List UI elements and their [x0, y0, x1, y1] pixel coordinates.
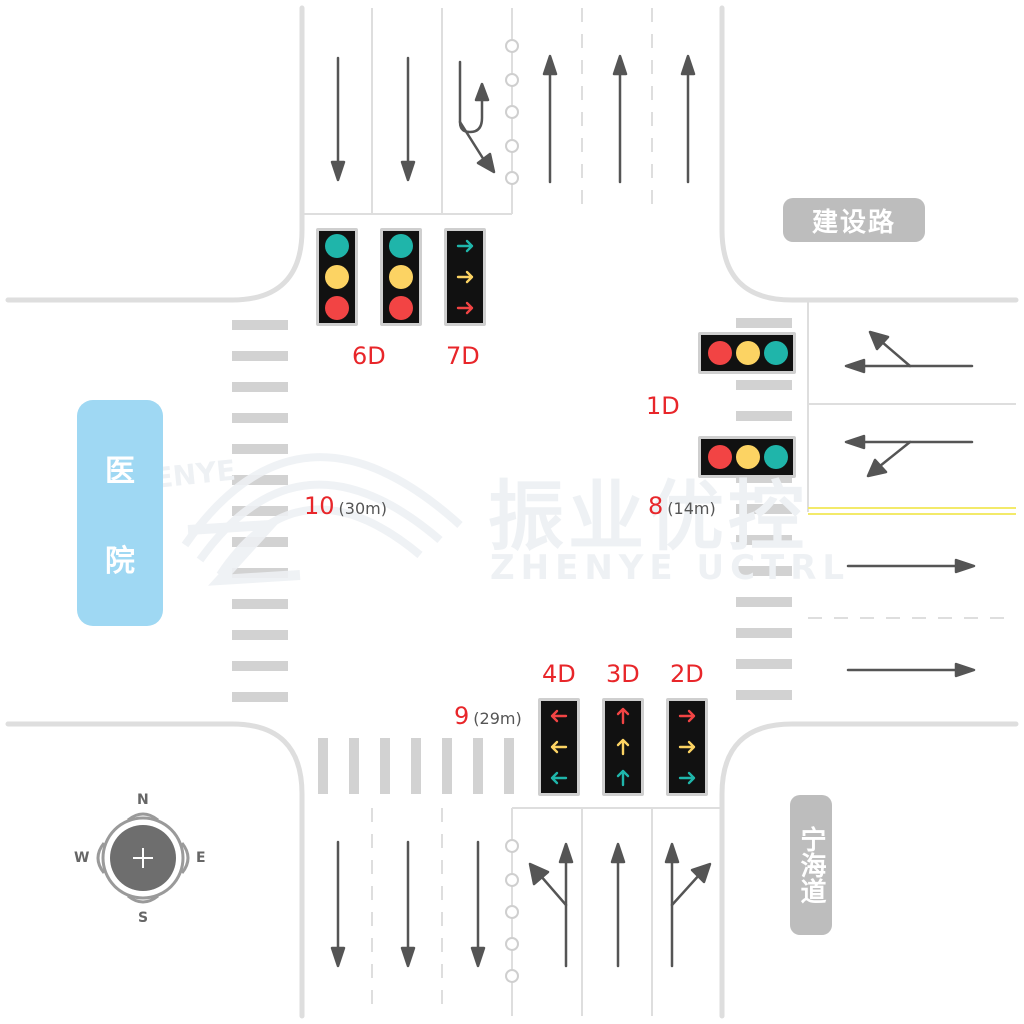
- red-light: [708, 445, 732, 469]
- signal-head-4D: [538, 698, 580, 796]
- watermark-logo-icon: [181, 453, 463, 586]
- compass-icon: [96, 812, 190, 904]
- amber-right-arrow-icon: [678, 740, 696, 754]
- signal-head-unlabeled-4: [698, 436, 796, 478]
- green-left-arrow-icon: [550, 771, 568, 785]
- amber-right-arrow-icon: [456, 270, 474, 284]
- ped-signal-10-id: 10: [304, 492, 335, 520]
- road-edges: [5, 5, 1019, 1019]
- green-light: [325, 234, 349, 258]
- red-up-arrow-icon: [616, 707, 630, 725]
- lane-arrows: [330, 54, 976, 968]
- signals-layer: [316, 228, 796, 796]
- center-double-yellow: [808, 507, 1016, 515]
- crosswalk-south: [318, 738, 514, 794]
- signal-head-6D: [316, 228, 358, 326]
- ped-signal-9-dist: (29m): [473, 709, 522, 728]
- amber-light: [736, 341, 760, 365]
- ped-signal-8-dist: (14m): [667, 499, 716, 518]
- ped-signal-9: 9(29m): [454, 702, 522, 730]
- ped-signal-10-dist: (30m): [338, 499, 387, 518]
- hospital-label-line1: 医: [105, 454, 135, 489]
- compass-north: N: [137, 792, 149, 808]
- road-name-east: 建设路: [783, 198, 925, 242]
- amber-light: [736, 445, 760, 469]
- bollards: [505, 39, 519, 983]
- signal-head-7D: [444, 228, 486, 326]
- red-left-arrow-icon: [550, 709, 568, 723]
- red-light: [389, 296, 413, 320]
- signal-label-2D: 2D: [670, 660, 704, 688]
- red-light: [325, 296, 349, 320]
- watermark-brand-cn: 振业优控: [488, 472, 808, 561]
- green-light: [764, 341, 788, 365]
- ped-signal-9-id: 9: [454, 702, 470, 730]
- signal-label-4D: 4D: [542, 660, 576, 688]
- signal-label-1D: 1D: [646, 392, 680, 420]
- red-right-arrow-icon: [456, 301, 474, 315]
- amber-up-arrow-icon: [616, 738, 630, 756]
- signal-head-1D: [698, 332, 796, 374]
- amber-light: [389, 265, 413, 289]
- signal-label-3D: 3D: [606, 660, 640, 688]
- green-up-arrow-icon: [616, 769, 630, 787]
- green-right-arrow-icon: [456, 239, 474, 253]
- signal-label-7D: 7D: [446, 342, 480, 370]
- compass-east: E: [196, 850, 206, 866]
- green-right-arrow-icon: [678, 771, 696, 785]
- hospital-landmark: 医 院: [77, 400, 163, 626]
- red-light: [708, 341, 732, 365]
- ped-signal-8: 8(14m): [648, 492, 716, 520]
- ped-signal-8-id: 8: [648, 492, 664, 520]
- compass-west: W: [74, 850, 90, 866]
- road-name-south: 宁海道: [790, 795, 832, 935]
- road-name-south-text: 宁海道: [796, 826, 826, 904]
- green-light: [389, 234, 413, 258]
- red-right-arrow-icon: [678, 709, 696, 723]
- signal-head-2D: [666, 698, 708, 796]
- signal-head-unlabeled-1: [380, 228, 422, 326]
- signal-label-6D: 6D: [352, 342, 386, 370]
- amber-left-arrow-icon: [550, 740, 568, 754]
- signal-head-3D: [602, 698, 644, 796]
- hospital-label-line2: 院: [105, 544, 135, 579]
- ped-signal-10: 10(30m): [304, 492, 387, 520]
- watermark-brand-en: ZHENYE UCTRL: [490, 548, 851, 588]
- green-light: [764, 445, 788, 469]
- compass-south: S: [138, 910, 149, 926]
- amber-light: [325, 265, 349, 289]
